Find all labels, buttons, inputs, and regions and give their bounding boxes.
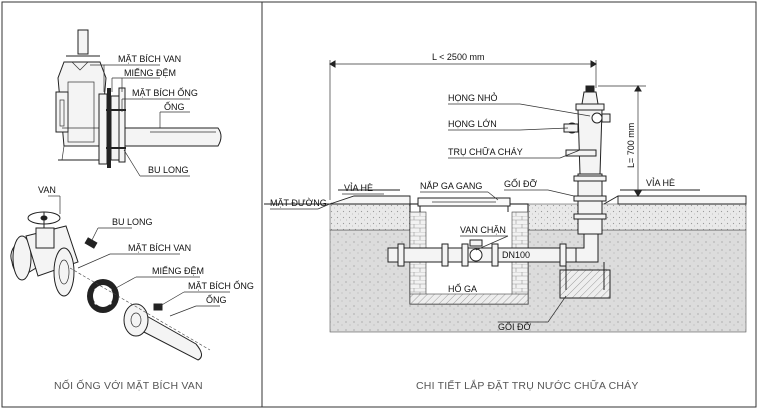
dim-length: L < 2500 mm: [432, 52, 484, 62]
label-mieng-dem-top: MIẾNG ĐỆM: [124, 68, 176, 78]
label-mieng-dem-bottom: MIẾNG ĐỆM: [152, 266, 204, 276]
label-mat-bich-ong-bottom: MẶT BÍCH ỐNG: [188, 280, 254, 291]
label-nap-ga-gang: NẮP GA GANG: [420, 181, 482, 191]
label-goi-do-top: GỐI ĐỠ: [504, 178, 538, 189]
label-dn100: DN100: [502, 250, 530, 260]
dim-height: L= 700 mm: [626, 123, 636, 168]
label-hong-nho: HỌNG NHỎ: [448, 92, 498, 103]
caption-left: NỐI ỐNG VỚI MẶT BÍCH VAN: [54, 378, 203, 392]
label-mat-bich-ong-top: MẶT BÍCH ỐNG: [132, 87, 198, 98]
label-mat-duong: MẶT ĐƯỜNG: [270, 198, 327, 208]
label-van: VAN: [38, 185, 56, 195]
label-via-he-right: VỈA HÈ: [646, 177, 675, 188]
label-ong-bottom: ỐNG: [206, 294, 227, 305]
label-bu-long-top: BU LONG: [148, 165, 189, 175]
label-bu-long-bottom: BU LONG: [112, 217, 153, 227]
caption-right: CHI TIẾT LẮP ĐẶT TRỤ NƯỚC CHỮA CHÁY: [416, 379, 639, 392]
label-van-chan: VAN CHẶN: [460, 225, 506, 235]
left-bottom-isometric-diagram: [10, 195, 230, 361]
label-via-he-left: VỈA HÈ: [344, 182, 373, 193]
label-mat-bich-van-bottom: MẶT BÍCH VAN: [128, 243, 191, 253]
label-goi-do-bottom: GỐI ĐỠ: [498, 321, 532, 332]
label-hong-lon: HỌNG LỚN: [448, 119, 497, 129]
label-ong-top: ỐNG: [164, 101, 185, 112]
label-mat-bich-van-top: MẶT BÍCH VAN: [118, 54, 181, 64]
installation-section-diagram: [264, 60, 747, 333]
label-tru-chua-chay: TRỤ CHỮA CHÁY: [448, 147, 523, 157]
label-ho-ga: HỐ GA: [448, 283, 477, 294]
left-top-flange-diagram: [55, 29, 222, 177]
